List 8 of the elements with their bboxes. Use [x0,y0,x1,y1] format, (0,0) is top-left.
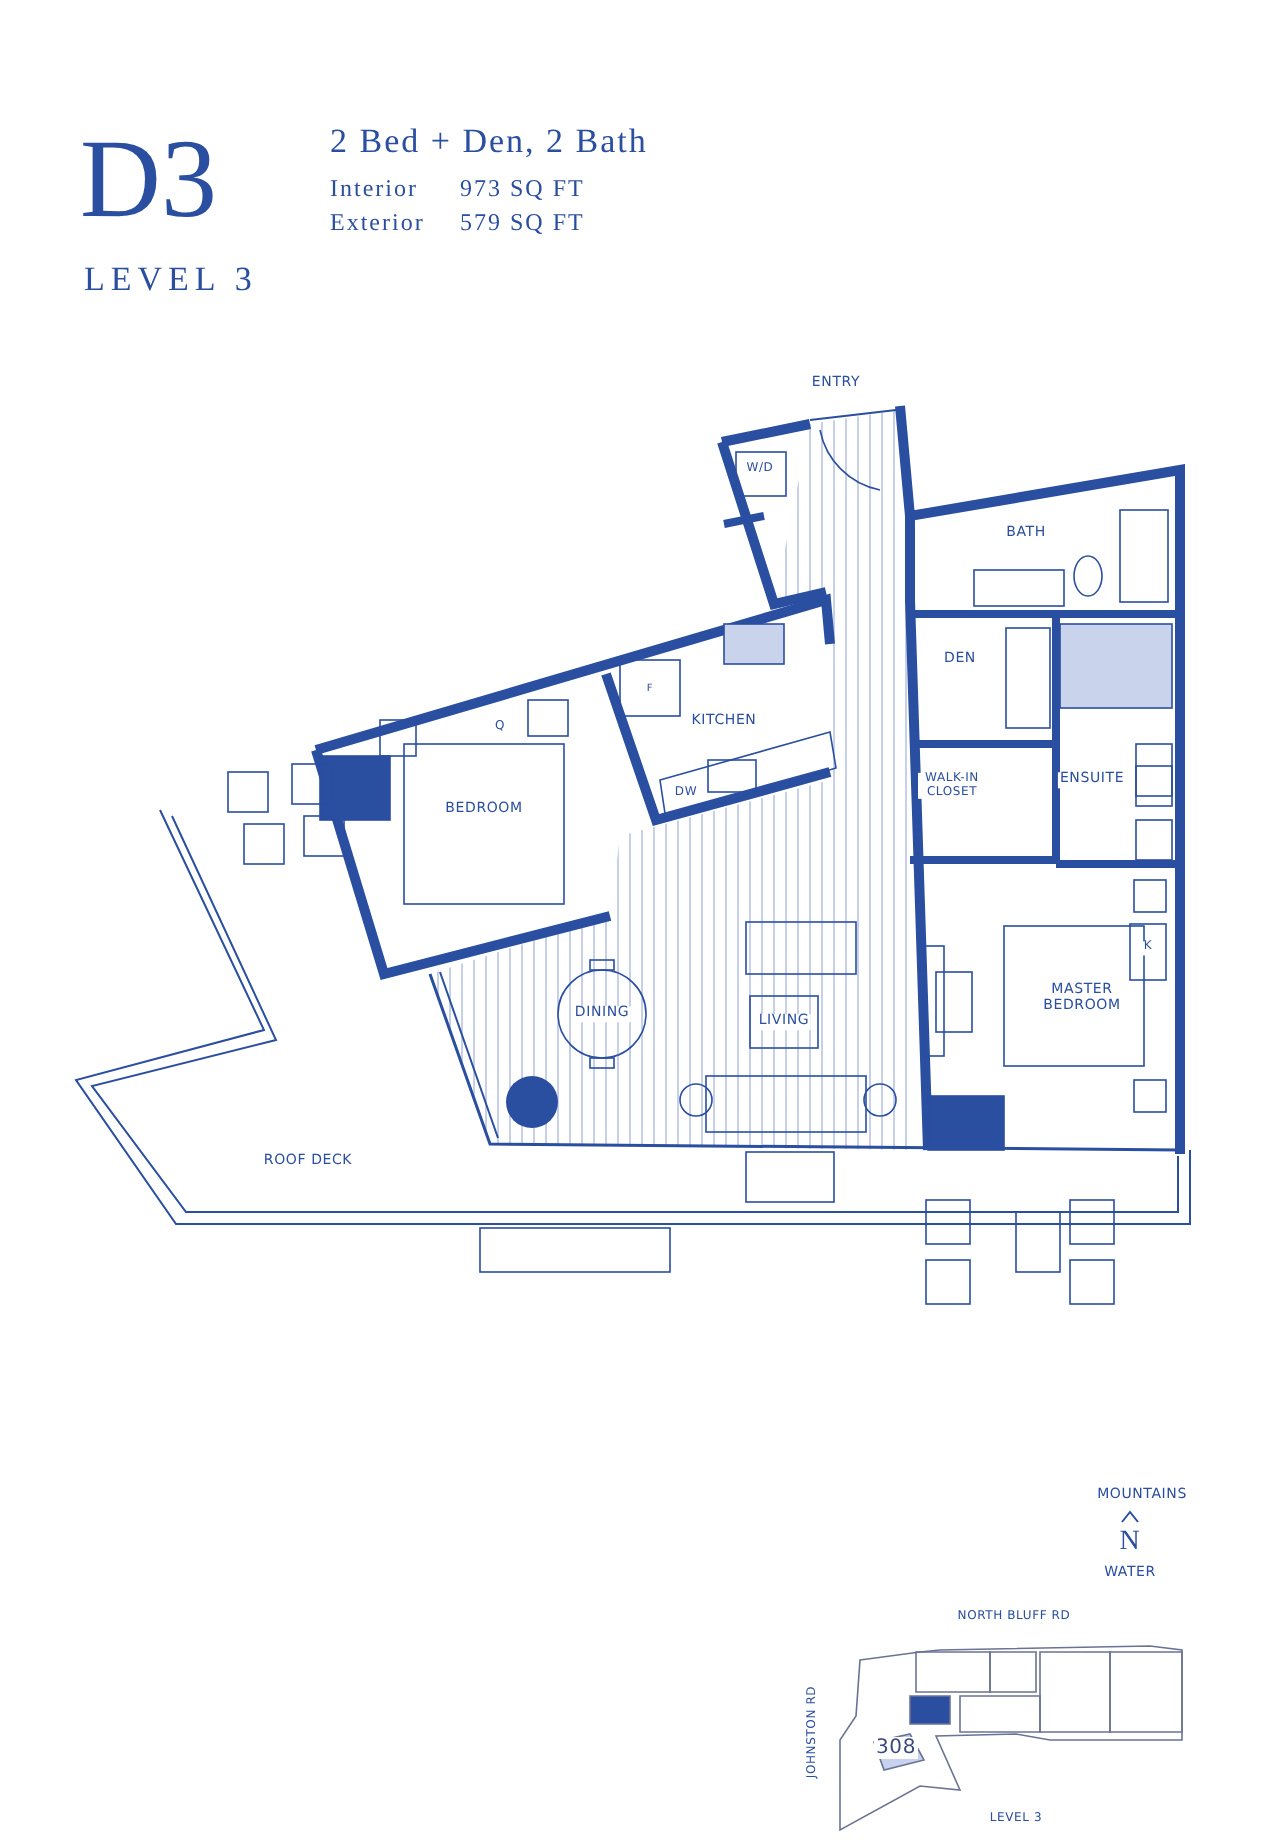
level-label: LEVEL 3 [84,262,258,300]
unit-title: D3 [80,120,217,244]
area-value: 973 SQ FT [460,176,585,203]
unit-description: 2 Bed + Den, 2 Bath [330,124,648,162]
area-value: 579 SQ FT [460,210,585,237]
area-label: Interior [330,176,418,203]
unit-number: 308 [874,1737,918,1759]
area-label: Exterior [330,210,425,237]
